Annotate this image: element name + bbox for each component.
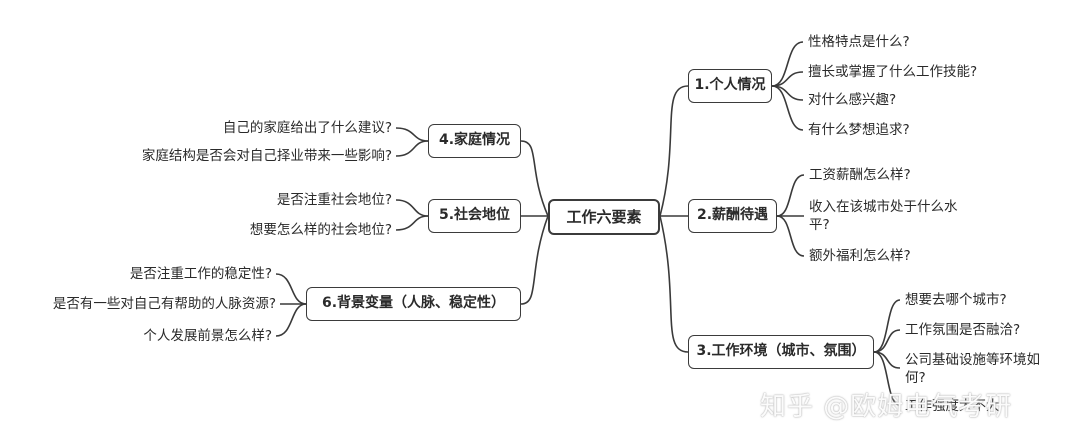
branch-salary-benefits: 2.薪酬待遇 <box>688 199 777 233</box>
leaf-skills: 擅长或掌握了什么工作技能? <box>808 64 978 80</box>
branch-personal-situation: 1.个人情况 <box>688 69 772 103</box>
leaf-extra-benefits: 额外福利怎么样? <box>809 248 911 264</box>
leaf-company-facilities-cont: 何? <box>905 370 926 386</box>
leaf-income-level: 收入在该城市处于什么水 <box>809 199 958 215</box>
branch-background-variables: 6.背景变量（人脉、稳定性） <box>306 287 521 321</box>
leaf-value-status: 是否注重社会地位? <box>276 192 392 208</box>
branch-family-situation: 4.家庭情况 <box>428 124 521 158</box>
leaf-desired-status: 想要怎么样的社会地位? <box>249 222 392 238</box>
leaf-family-advice: 自己的家庭给出了什么建议? <box>222 120 392 136</box>
leaf-dreams: 有什么梦想追求? <box>808 122 910 138</box>
watermark: 知乎 @欧姆电气考研 <box>760 392 1013 422</box>
branch-social-status: 5.社会地位 <box>428 199 521 233</box>
central-topic: 工作六要素 <box>548 199 660 235</box>
leaf-interests: 对什么感兴趣? <box>808 92 897 108</box>
leaf-company-facilities: 公司基础设施等环境如 <box>905 352 1040 368</box>
leaf-job-stability: 是否注重工作的稳定性? <box>129 266 272 282</box>
leaf-career-prospects: 个人发展前景怎么样? <box>143 328 272 344</box>
leaf-family-structure: 家庭结构是否会对自己择业带来一些影响? <box>141 148 392 164</box>
leaf-income-level-cont: 平? <box>809 217 830 233</box>
leaf-personality: 性格特点是什么? <box>808 34 910 50</box>
leaf-work-atmosphere: 工作氛围是否融洽? <box>905 322 1021 338</box>
branch-work-environment: 3.工作环境（城市、氛围） <box>688 335 874 369</box>
leaf-work-intensity: 工作强度大不大 <box>905 398 1000 414</box>
leaf-salary: 工资薪酬怎么样? <box>809 167 911 183</box>
leaf-network-resources: 是否有一些对自己有帮助的人脉资源? <box>52 296 276 312</box>
leaf-target-city: 想要去哪个城市? <box>905 292 1007 308</box>
